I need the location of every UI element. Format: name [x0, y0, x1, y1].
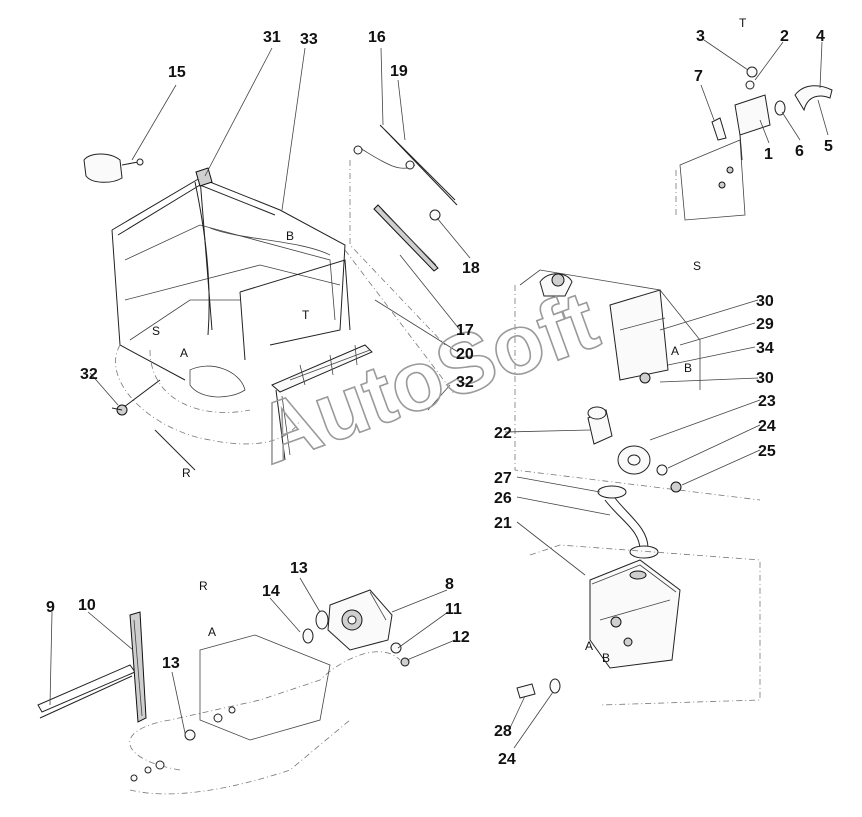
- callout-20: 20: [456, 346, 474, 363]
- callout-11: 11: [445, 601, 462, 618]
- letter-b-cab: B: [286, 229, 294, 243]
- letter-a-cab: A: [180, 346, 188, 360]
- callout-26: 26: [494, 490, 512, 507]
- callout-28: 28: [494, 723, 512, 740]
- callout-21: 21: [494, 515, 512, 532]
- top-wiper-assembly: [344, 124, 458, 396]
- callout-5: 5: [824, 138, 833, 155]
- callout-2: 2: [780, 28, 789, 45]
- callout-12: 12: [452, 629, 470, 646]
- reservoir-mount: [514, 269, 761, 706]
- callout-13-top: 13: [290, 560, 308, 577]
- callout-17: 17: [456, 322, 474, 339]
- watermark-text: AutoSoft: [244, 272, 609, 482]
- letter-r-cab: R: [182, 466, 191, 480]
- callout-30-upper: 30: [756, 293, 774, 310]
- callout-6: 6: [795, 143, 804, 160]
- callout-30-lower: 30: [756, 370, 774, 387]
- cab-frame: [83, 153, 373, 471]
- callout-22: 22: [494, 425, 512, 442]
- callout-29: 29: [756, 316, 774, 333]
- letter-t-cab: T: [302, 308, 310, 322]
- callout-9: 9: [46, 599, 55, 616]
- callout-33: 33: [300, 31, 318, 48]
- callout-19: 19: [390, 63, 408, 80]
- callout-7: 7: [694, 68, 703, 85]
- callout-24-upper: 24: [758, 418, 776, 435]
- letter-t-top: T: [739, 16, 747, 30]
- callout-15: 15: [168, 64, 186, 81]
- callout-14: 14: [262, 583, 280, 600]
- callout-8: 8: [445, 576, 454, 593]
- callout-10: 10: [78, 597, 96, 614]
- callout-32-center: 32: [456, 374, 474, 391]
- letter-b-tank: B: [602, 651, 610, 665]
- callout-34: 34: [756, 340, 774, 357]
- wiper-motor-assembly: [37, 589, 410, 795]
- top-right-bracket: [675, 66, 833, 221]
- letter-s-right: S: [693, 259, 701, 273]
- callout-labels: 31 33 16 19 15 3 2 4 7 1 6 5 18 30 29 34…: [46, 28, 833, 768]
- letter-a-tank: A: [585, 639, 593, 653]
- callout-25: 25: [758, 443, 776, 460]
- callout-16: 16: [368, 29, 386, 46]
- letter-a-motor: A: [208, 625, 216, 639]
- callout-4: 4: [816, 28, 825, 45]
- letter-s-cab: S: [152, 324, 160, 338]
- letter-a-bracket: A: [671, 344, 679, 358]
- callout-1: 1: [764, 146, 773, 163]
- callout-13-left: 13: [162, 655, 180, 672]
- letter-r-motor: R: [199, 579, 208, 593]
- callout-32-left: 32: [80, 366, 98, 383]
- callout-31: 31: [263, 29, 281, 46]
- view-letters: T S B T S A R A B R A A B: [152, 16, 747, 665]
- letter-b-bracket: B: [684, 361, 692, 375]
- callout-27: 27: [494, 470, 512, 487]
- callout-23: 23: [758, 393, 776, 410]
- callout-24-lower: 24: [498, 751, 516, 768]
- callout-18: 18: [462, 260, 480, 277]
- leader-lines: [49, 39, 829, 749]
- callout-3: 3: [696, 28, 705, 45]
